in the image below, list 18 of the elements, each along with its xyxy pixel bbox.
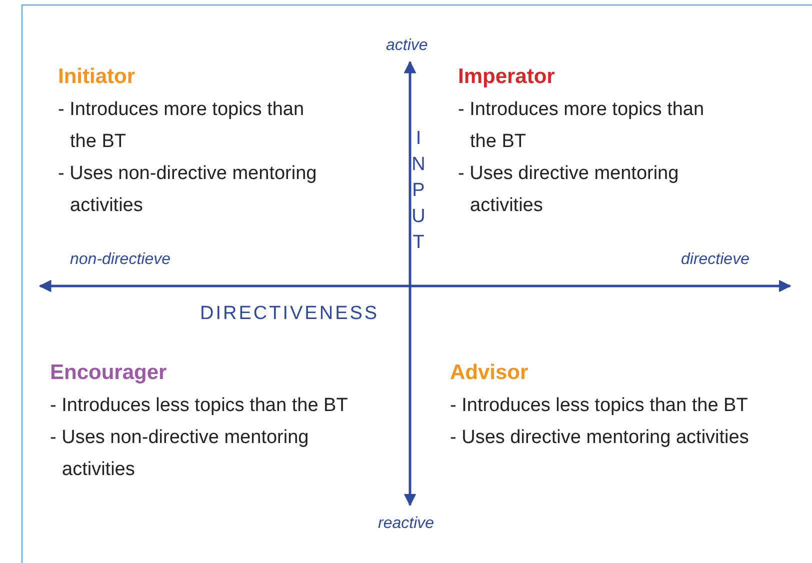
bullet-text: - Introduces more topics than the BT xyxy=(458,98,706,154)
bullet-text: - Uses directive mentoring activities xyxy=(450,426,750,450)
bullet-text: - Uses non-directive mentoring activities xyxy=(58,162,318,218)
axis-end-label: active xyxy=(386,36,428,56)
bullet-text: - Uses non-directive mentoring activities xyxy=(50,426,310,482)
axis-end-label: reactive xyxy=(378,514,434,534)
axis-title: INPUT xyxy=(409,128,428,258)
quadrant-heading: Imperator xyxy=(458,64,555,90)
bullet-text: - Introduces less topics than the BT xyxy=(450,394,749,418)
bullet-text: - Introduces less topics than the BT xyxy=(50,394,349,418)
bullet-text: - Introduces more topics than the BT xyxy=(58,98,306,154)
quadrant-heading: Initiator xyxy=(58,64,135,90)
bullet-text: - Uses directive mentoring activities xyxy=(458,162,680,218)
axis-end-label: non-directieve xyxy=(70,250,170,270)
axis-end-label: directieve xyxy=(681,250,750,270)
axis-title: DIRECTIVENESS xyxy=(200,302,380,326)
quadrant-heading: Encourager xyxy=(50,360,167,386)
quadrant-heading: Advisor xyxy=(450,360,528,386)
